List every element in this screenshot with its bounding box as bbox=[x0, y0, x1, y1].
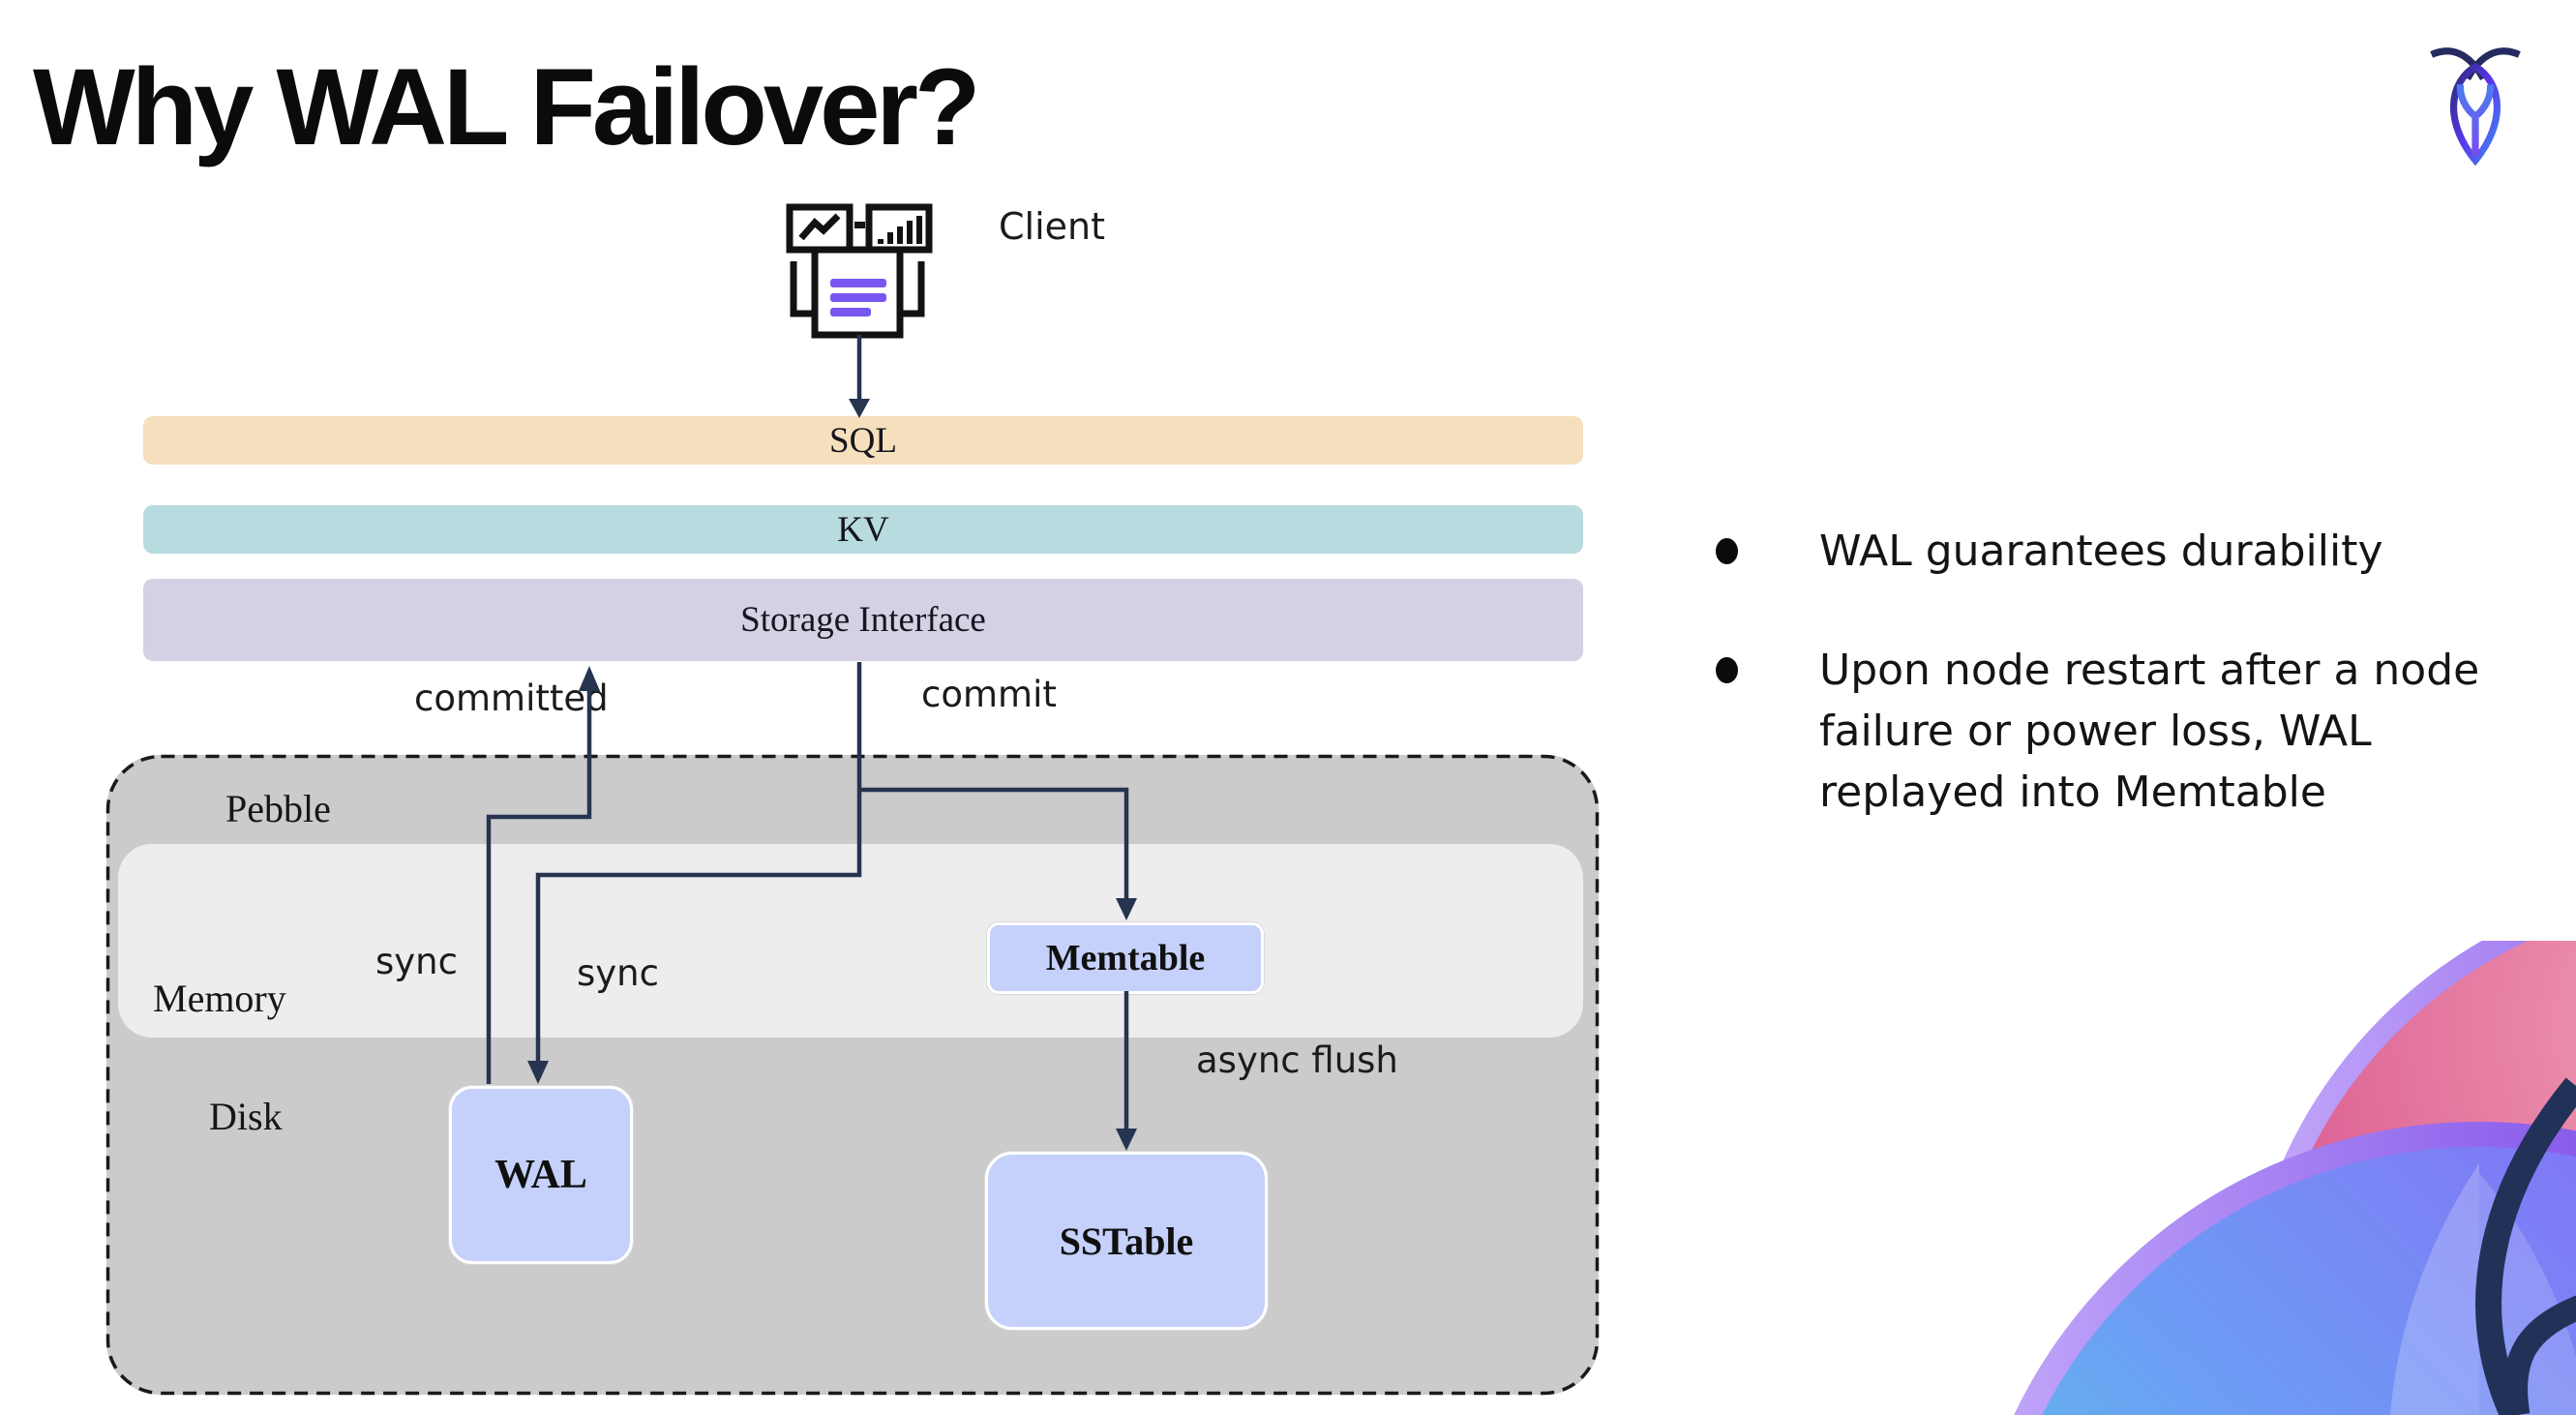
edge-label-committed: committed bbox=[414, 677, 609, 719]
list-item: WAL guarantees durability bbox=[1716, 521, 2567, 582]
layer-kv: KV bbox=[143, 505, 1583, 554]
sstable-node: SSTable bbox=[985, 1152, 1268, 1330]
memory-label: Memory bbox=[153, 977, 286, 1020]
brand-watermark-graphic bbox=[1899, 941, 2576, 1415]
bullet-list: WAL guarantees durability Upon node rest… bbox=[1716, 521, 2567, 881]
wal-node-label: WAL bbox=[494, 1153, 587, 1197]
layer-storage-label: Storage Interface bbox=[740, 600, 986, 640]
disk-label: Disk bbox=[209, 1095, 283, 1138]
page-title: Why WAL Failover? bbox=[33, 46, 980, 167]
edge-label-async-flush: async flush bbox=[1196, 1039, 1398, 1081]
edge-label-sync-direct: sync bbox=[375, 941, 458, 982]
sstable-node-label: SSTable bbox=[1059, 1219, 1194, 1263]
edge-label-sync-routed: sync bbox=[577, 952, 659, 994]
list-item: Upon node restart after a node failure o… bbox=[1716, 640, 2567, 823]
client-label: Client bbox=[999, 205, 1106, 248]
layer-sql-label: SQL bbox=[829, 420, 897, 461]
client-device-icon bbox=[780, 190, 935, 340]
cockroachdb-logo-icon bbox=[2425, 39, 2526, 170]
pebble-label: Pebble bbox=[225, 787, 331, 830]
bullet-text: WAL guarantees durability bbox=[1819, 527, 2383, 576]
memtable-node: Memtable bbox=[987, 922, 1264, 994]
bullet-text: Upon node restart after a node failure o… bbox=[1819, 646, 2480, 817]
layer-storage-interface: Storage Interface bbox=[143, 579, 1583, 661]
bullet-dot-icon bbox=[1716, 538, 1738, 564]
layer-sql: SQL bbox=[143, 416, 1583, 465]
edge-label-commit: commit bbox=[921, 674, 1057, 715]
bullet-dot-icon bbox=[1716, 657, 1738, 683]
layer-kv-label: KV bbox=[837, 509, 889, 550]
memtable-node-label: Memtable bbox=[1045, 938, 1206, 978]
wal-node: WAL bbox=[449, 1086, 633, 1264]
memory-region bbox=[118, 844, 1583, 1038]
